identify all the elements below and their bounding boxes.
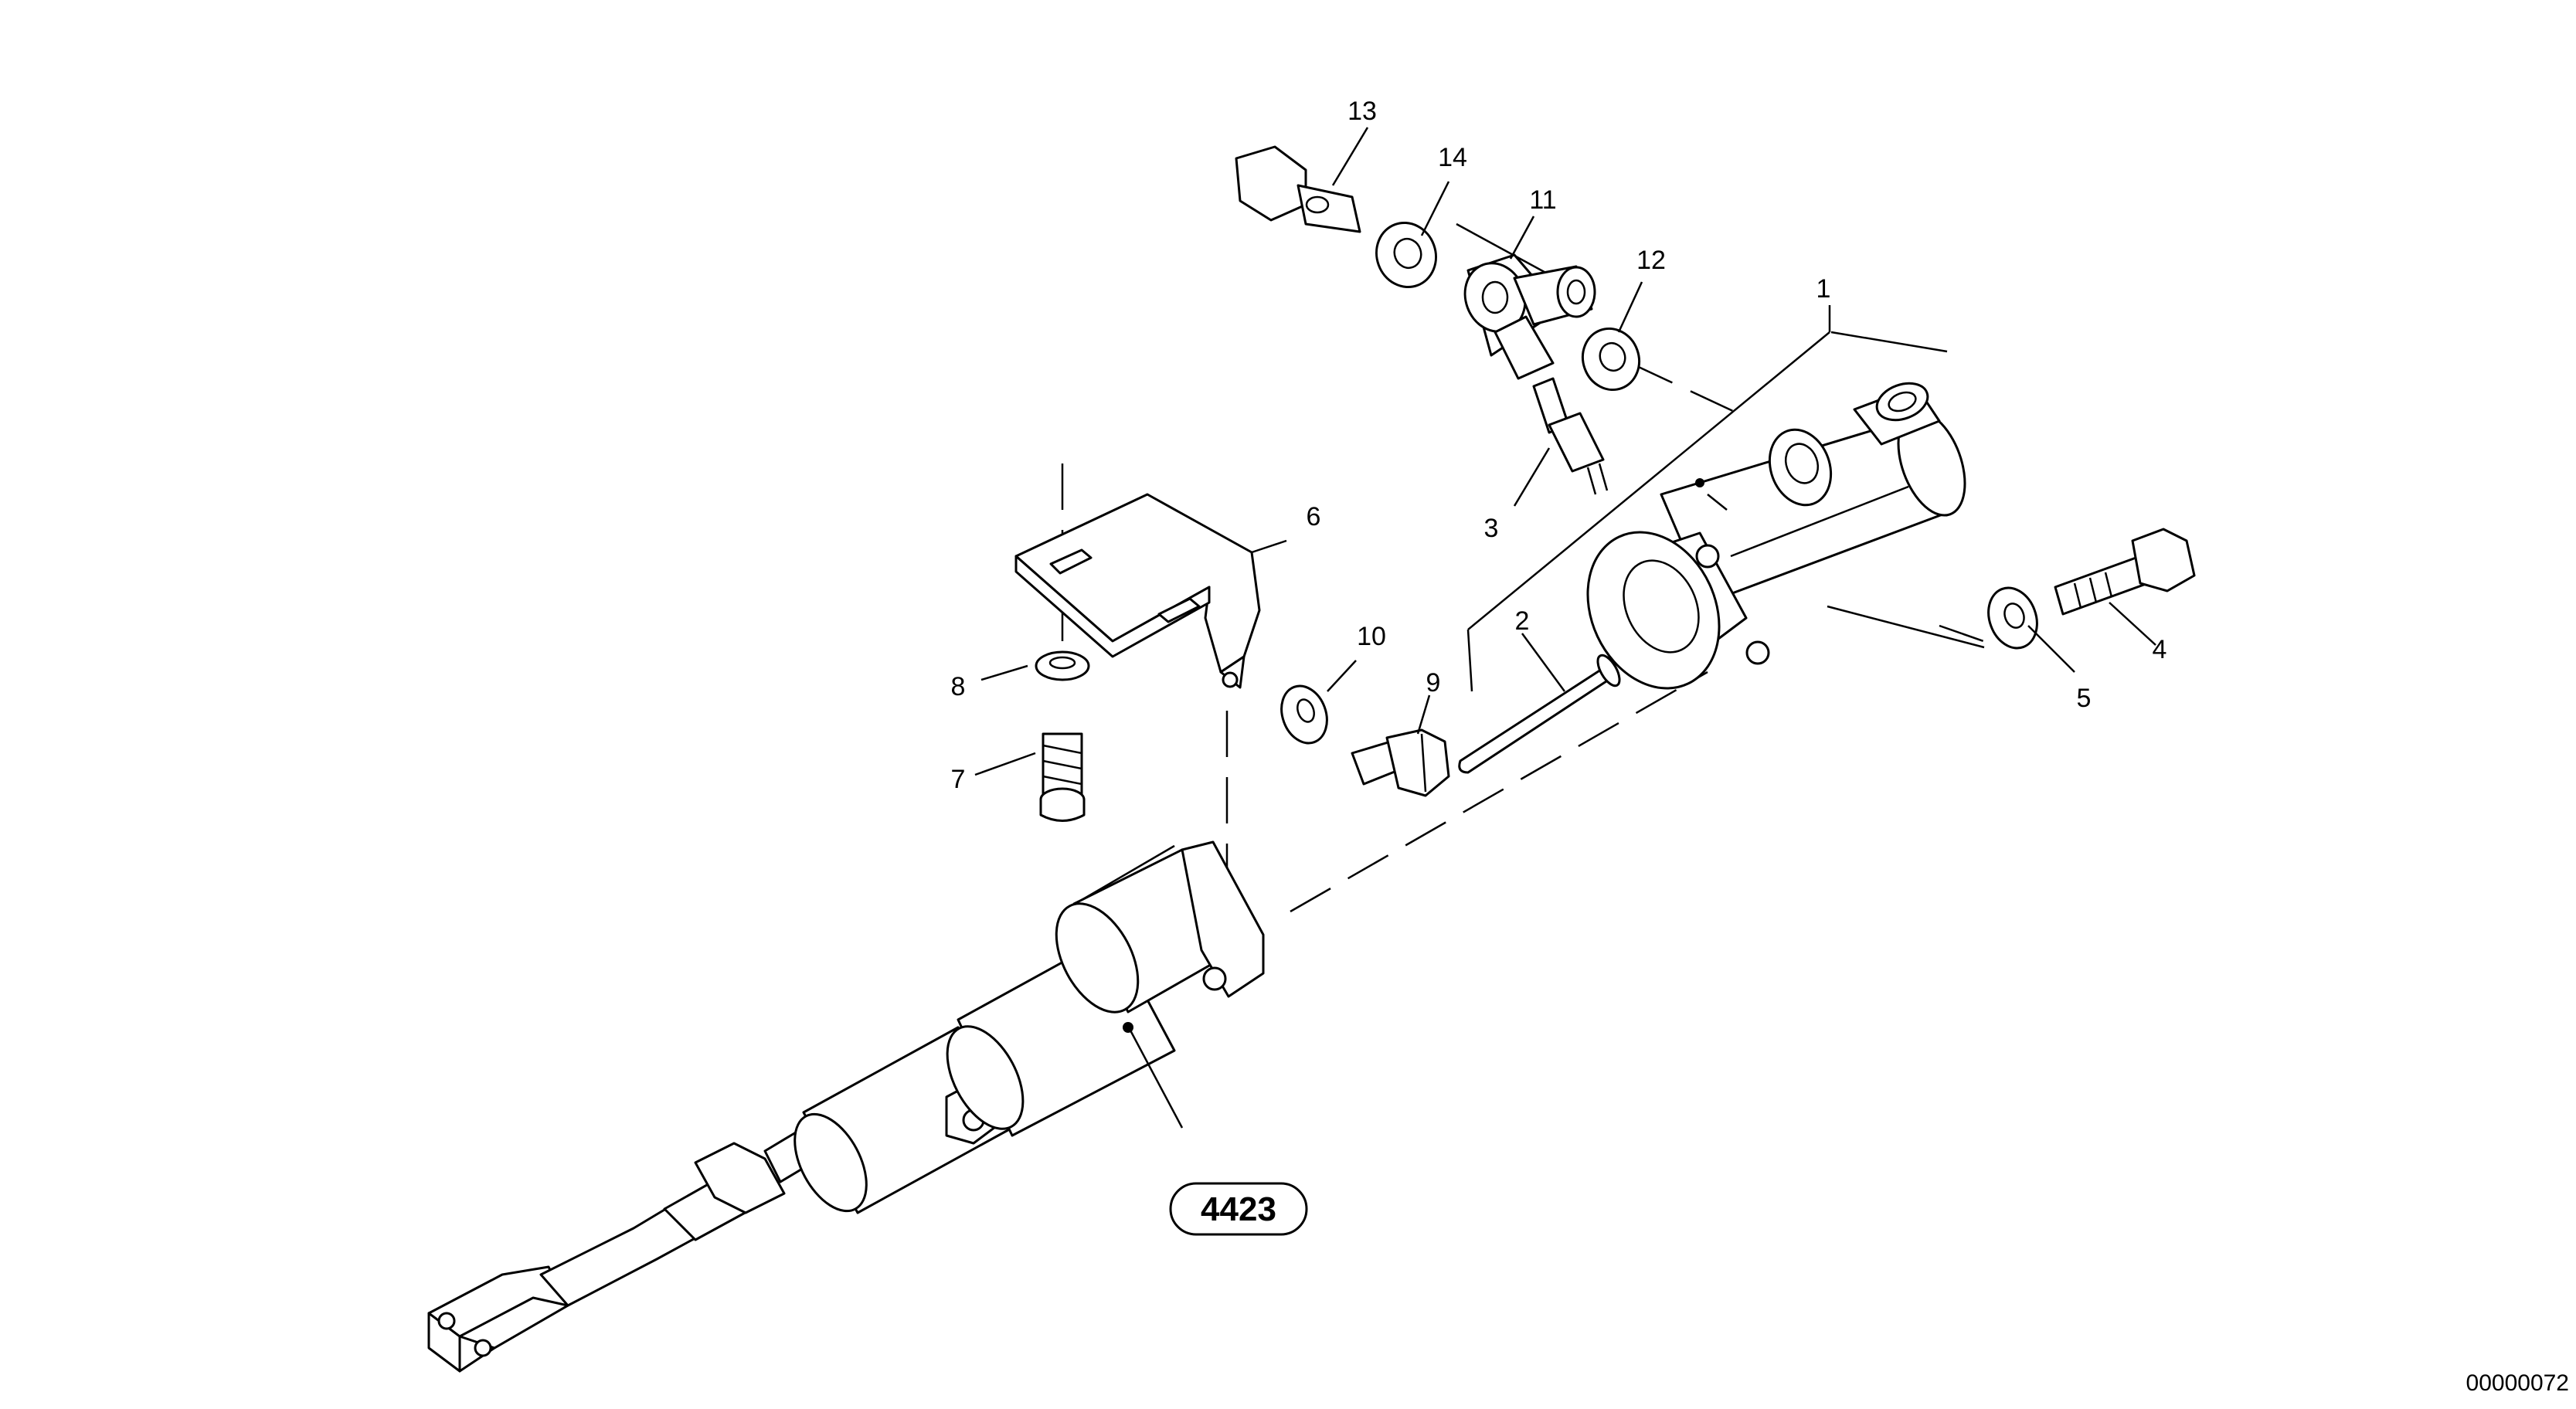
callout-1: 1: [1816, 274, 1831, 304]
banjo-fitting-11: [1463, 253, 1596, 380]
washer-8: [1035, 650, 1090, 681]
callout-10: 10: [1357, 622, 1386, 651]
callout-7: 7: [951, 765, 966, 794]
callout-14: 14: [1438, 143, 1467, 172]
bolt-4: [2054, 528, 2196, 616]
center-dot-slave: [1123, 1022, 1133, 1033]
slave-cylinder-assembly: [427, 840, 1265, 1373]
callout-6: 6: [1307, 502, 1321, 531]
washer-14: [1375, 221, 1437, 289]
callout-5: 5: [2077, 684, 2092, 713]
reference-callout-label: 4423: [1201, 1190, 1276, 1228]
pushrod: [1458, 654, 1621, 774]
washer-5: [1987, 586, 2038, 650]
master-cylinder: [1586, 382, 1966, 690]
mounting-bracket: [1014, 493, 1261, 689]
reference-callout: 4423: [1169, 1182, 1308, 1236]
callouts: 1 2 3 4 5 6 7 8 9 10 11 12 13 14: [951, 97, 2167, 794]
center-dot-master: [1695, 478, 1704, 487]
callout-8: 8: [951, 672, 966, 701]
callout-2: 2: [1515, 606, 1530, 636]
pressure-sensor-3: [1532, 377, 1609, 495]
bolt-9: [1351, 728, 1450, 797]
callout-3: 3: [1484, 514, 1499, 543]
callout-9: 9: [1426, 668, 1441, 698]
leader-lines: [974, 127, 2156, 1129]
callout-4: 4: [2153, 635, 2167, 664]
callout-11: 11: [1529, 185, 1556, 215]
callout-12: 12: [1636, 246, 1666, 275]
reference-callout-frame: [1169, 1182, 1308, 1236]
banjo-bolt-13: [1235, 145, 1361, 233]
washer-10: [1280, 684, 1328, 745]
cap-screw-7: [1039, 732, 1086, 822]
document-id: 00000072: [2466, 1370, 2569, 1396]
callout-13: 13: [1347, 97, 1377, 126]
washer-12: [1582, 327, 1640, 392]
